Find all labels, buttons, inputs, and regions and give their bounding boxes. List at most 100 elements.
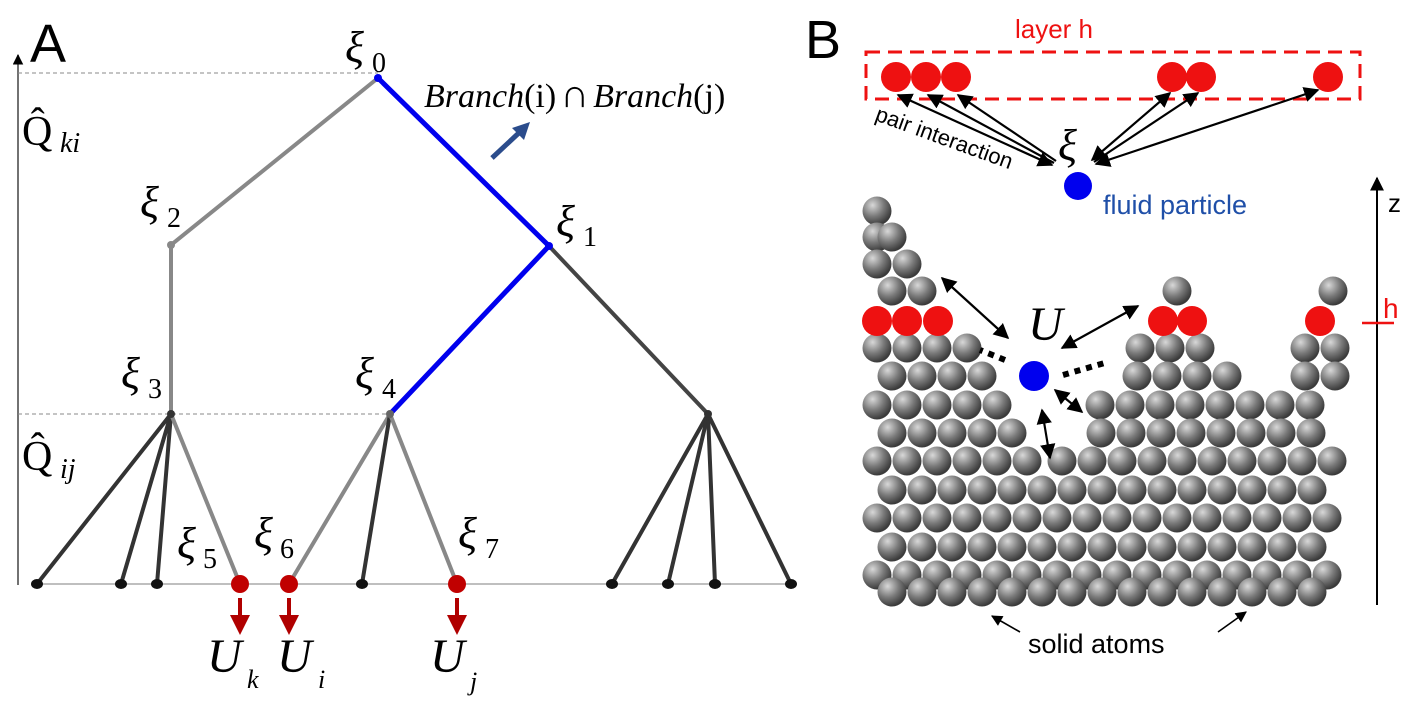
layer-h-label: layer h bbox=[1015, 14, 1093, 44]
edge-right-leaf3 bbox=[706, 412, 717, 586]
solid-atom bbox=[1177, 532, 1207, 562]
node-xi2-dot bbox=[167, 241, 175, 249]
solid-atom bbox=[1086, 418, 1116, 448]
solid-atom bbox=[1162, 503, 1192, 533]
svg-text:ξ: ξ bbox=[556, 197, 575, 246]
solid-atom bbox=[1237, 475, 1267, 505]
solid-atom bbox=[982, 446, 1012, 476]
solid-atom bbox=[1177, 577, 1207, 607]
svg-text:j: j bbox=[467, 667, 477, 696]
solid-atom bbox=[1115, 390, 1145, 420]
solid-atom bbox=[1072, 503, 1102, 533]
solid-atom bbox=[862, 390, 892, 420]
solid-atom bbox=[1266, 418, 1296, 448]
solid-atom bbox=[1117, 475, 1147, 505]
solid-atom bbox=[1087, 577, 1117, 607]
leaf-dot bbox=[785, 579, 797, 589]
svg-text:Q̂: Q̂ bbox=[22, 432, 52, 480]
leaf-dot bbox=[115, 579, 127, 589]
leaf-uj-dot bbox=[448, 575, 466, 593]
solid-atom bbox=[1057, 475, 1087, 505]
pair-interaction-label: pair interaction bbox=[872, 101, 1016, 174]
solid-atom bbox=[877, 361, 907, 391]
solid-atom bbox=[922, 333, 952, 363]
solid-atom bbox=[1207, 577, 1237, 607]
node-right-dot bbox=[704, 410, 712, 418]
svg-text:ξ: ξ bbox=[254, 509, 273, 558]
fluid-particle-label: fluid particle bbox=[1103, 190, 1247, 220]
solid-atom bbox=[892, 446, 922, 476]
solid-atom bbox=[997, 418, 1027, 448]
solid-atom bbox=[952, 503, 982, 533]
node-xi4-dot bbox=[386, 410, 394, 418]
panel-b: B layer h pair interaction ξ fluid parti… bbox=[805, 10, 1401, 659]
leaf-dot bbox=[31, 579, 43, 589]
solid-atom bbox=[892, 333, 922, 363]
solid-atom bbox=[1237, 577, 1267, 607]
solid-atom bbox=[862, 503, 892, 533]
solid-atom bbox=[1222, 503, 1252, 533]
solid-atom bbox=[1012, 503, 1042, 533]
node-xi3-dot bbox=[167, 410, 175, 418]
solid-atom bbox=[1252, 503, 1282, 533]
solid-atom bbox=[967, 361, 997, 391]
solid-atom bbox=[967, 577, 997, 607]
edge-xi0-xi3 bbox=[169, 76, 380, 416]
solid-atom bbox=[1107, 446, 1137, 476]
svg-text:ξ: ξ bbox=[458, 509, 477, 558]
leaf-ui-dot bbox=[280, 575, 298, 593]
solid-atom bbox=[892, 249, 922, 279]
solid-atom bbox=[1290, 361, 1320, 391]
solid-atom bbox=[982, 503, 1012, 533]
edge-xi1-right bbox=[547, 244, 710, 416]
solid-atom bbox=[997, 475, 1027, 505]
solid-atom bbox=[1077, 446, 1107, 476]
solid-atom bbox=[967, 532, 997, 562]
solid-atom bbox=[952, 390, 982, 420]
edge-right-leaf2 bbox=[666, 412, 710, 586]
svg-text:ki: ki bbox=[60, 128, 80, 159]
z-axis-label: z bbox=[1388, 188, 1401, 218]
solid-atom bbox=[1155, 333, 1185, 363]
solid-atom bbox=[937, 532, 967, 562]
solid-atom bbox=[1147, 475, 1177, 505]
solid-atom bbox=[877, 577, 907, 607]
panel-b-letter: B bbox=[805, 10, 841, 70]
solid-atom bbox=[907, 361, 937, 391]
solid-atom bbox=[922, 446, 952, 476]
svg-text:2: 2 bbox=[167, 203, 181, 234]
solid-atom bbox=[937, 577, 967, 607]
svg-text:i: i bbox=[318, 665, 325, 694]
solid-atom bbox=[1287, 446, 1317, 476]
solid-atom bbox=[937, 418, 967, 448]
leaf-dot bbox=[151, 579, 163, 589]
solid-atom bbox=[1122, 361, 1152, 391]
solid-atom bbox=[877, 475, 907, 505]
solid-atom bbox=[1147, 577, 1177, 607]
black-leaves bbox=[31, 579, 797, 589]
svg-text:ξ: ξ bbox=[177, 519, 196, 568]
edge-xi3-leaf3 bbox=[155, 412, 173, 586]
edge-xi3-uk bbox=[169, 412, 242, 586]
solid-atom bbox=[1297, 475, 1327, 505]
red-leaves bbox=[230, 575, 467, 635]
solid-atom bbox=[1167, 446, 1197, 476]
solid-atom bbox=[1320, 333, 1350, 363]
svg-text:6: 6 bbox=[280, 534, 294, 565]
solid-atom bbox=[1027, 532, 1057, 562]
solid-atom bbox=[1212, 361, 1242, 391]
solid-atom bbox=[1197, 446, 1227, 476]
solid-atom bbox=[937, 475, 967, 505]
leaf-dot bbox=[606, 579, 618, 589]
solid-atom bbox=[1116, 418, 1146, 448]
solid-atom bbox=[952, 446, 982, 476]
solid-atom bbox=[1132, 503, 1162, 533]
solid-atom bbox=[1182, 361, 1212, 391]
solid-atom bbox=[1192, 503, 1222, 533]
svg-text:4: 4 bbox=[382, 374, 396, 405]
